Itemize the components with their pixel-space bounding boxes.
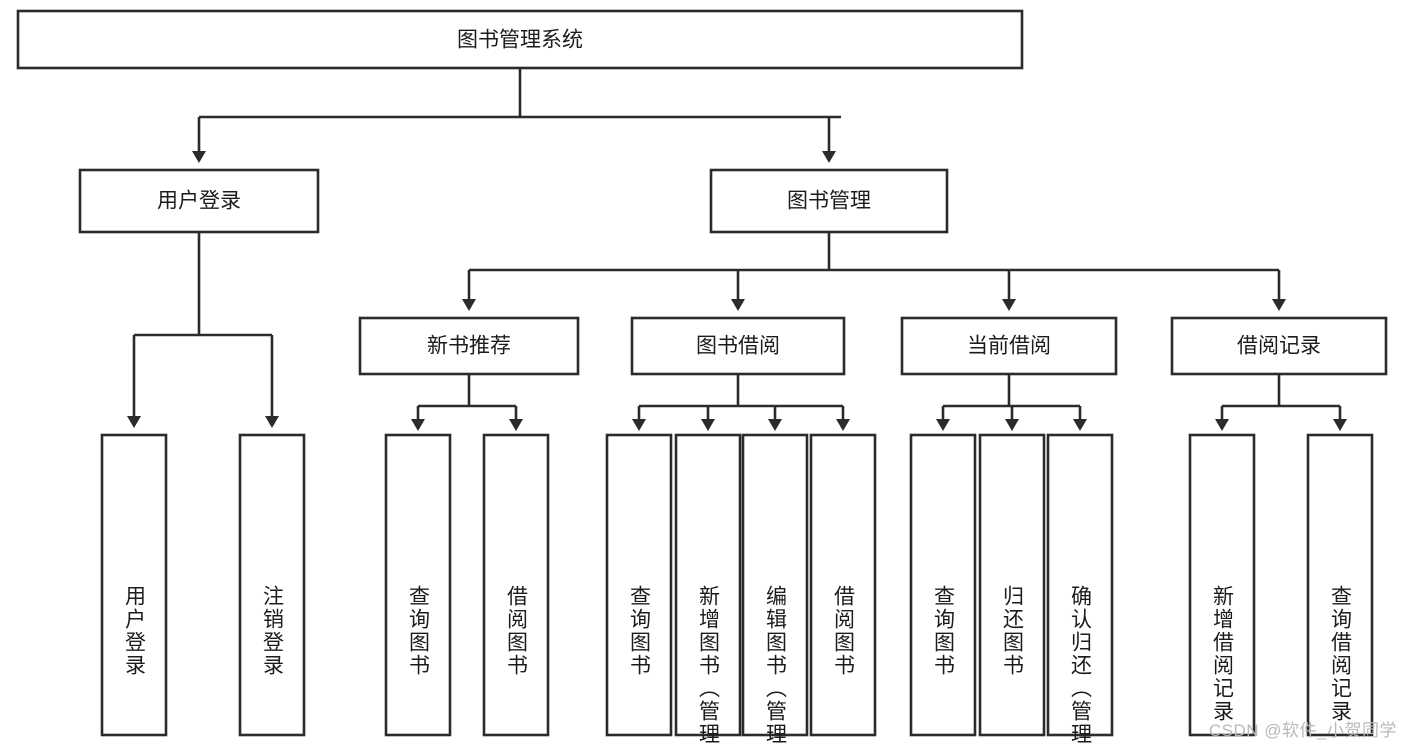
node-label: 查询图书 xyxy=(932,585,956,677)
edge-currentborrow-to-leaves xyxy=(936,374,1087,431)
node-label: 用户登录 xyxy=(123,585,147,677)
edge-borrowrecords-to-leaves xyxy=(1215,374,1347,431)
node-leaf-query-book-borrow[interactable]: 查询图书 xyxy=(605,433,673,737)
node-label: 确认归还（管理员） xyxy=(1069,585,1093,747)
edge-bookborrow-to-leaves xyxy=(632,374,850,431)
node-label: 借阅图书 xyxy=(832,585,856,677)
node-book-borrow[interactable]: 图书借阅 xyxy=(630,316,846,376)
node-leaf-add-borrow-record[interactable]: 新增借阅记录 xyxy=(1188,433,1256,737)
node-label: 用户登录 xyxy=(157,190,241,213)
node-user-login[interactable]: 用户登录 xyxy=(78,168,320,234)
edge-root-to-level2 xyxy=(192,68,841,163)
node-label: 查询图书 xyxy=(628,585,652,677)
edge-layer xyxy=(127,68,1347,431)
node-label: 借阅记录 xyxy=(1237,335,1321,358)
node-label: 新增借阅记录 xyxy=(1211,585,1235,723)
node-leaf-return-book[interactable]: 归还图书 xyxy=(978,433,1046,737)
node-label: 新增图书（管理员） xyxy=(697,585,721,747)
edge-newbook-to-leaves xyxy=(411,374,523,431)
node-label: 图书管理系统 xyxy=(457,29,583,52)
node-label: 归还图书 xyxy=(1001,585,1025,677)
node-label: 查询图书 xyxy=(407,585,431,677)
node-label: 查询借阅记录 xyxy=(1329,585,1353,723)
node-book-management[interactable]: 图书管理 xyxy=(709,168,949,234)
node-label: 图书借阅 xyxy=(696,335,780,358)
node-label: 当前借阅 xyxy=(967,335,1051,358)
node-label: 借阅图书 xyxy=(505,585,529,677)
node-label: 图书管理 xyxy=(787,190,871,213)
node-leaf-query-book-newbook[interactable]: 查询图书 xyxy=(384,433,452,737)
node-label: 新书推荐 xyxy=(427,335,511,358)
node-root-system[interactable]: 图书管理系统 xyxy=(16,9,1024,70)
node-leaf-confirm-return-admin[interactable]: 确认归还（管理员） xyxy=(1046,433,1114,747)
node-borrow-records[interactable]: 借阅记录 xyxy=(1170,316,1388,376)
node-new-book-recommend[interactable]: 新书推荐 xyxy=(358,316,580,376)
node-label: 编辑图书（管理员） xyxy=(764,585,788,747)
node-leaf-query-borrow-record[interactable]: 查询借阅记录 xyxy=(1306,433,1374,737)
node-label: 注销登录 xyxy=(261,585,285,677)
node-leaf-borrow-book-newbook[interactable]: 借阅图书 xyxy=(482,433,550,737)
node-leaf-logout-login[interactable]: 注销登录 xyxy=(238,433,306,737)
edge-bookmgmt-to-level3 xyxy=(462,232,1286,311)
node-leaf-add-book-admin[interactable]: 新增图书（管理员） xyxy=(674,433,742,747)
node-leaf-user-login[interactable]: 用户登录 xyxy=(100,433,168,737)
edge-userlogin-to-leaves xyxy=(127,232,279,428)
node-leaf-edit-book-admin[interactable]: 编辑图书（管理员） xyxy=(741,433,809,747)
node-current-borrow[interactable]: 当前借阅 xyxy=(900,316,1118,376)
node-leaf-query-book-current[interactable]: 查询图书 xyxy=(909,433,977,737)
node-layer: 图书管理系统 用户登录 图书管理 新书推荐 图书借阅 当前 xyxy=(16,9,1388,747)
node-leaf-borrow-book-borrow[interactable]: 借阅图书 xyxy=(809,433,877,737)
